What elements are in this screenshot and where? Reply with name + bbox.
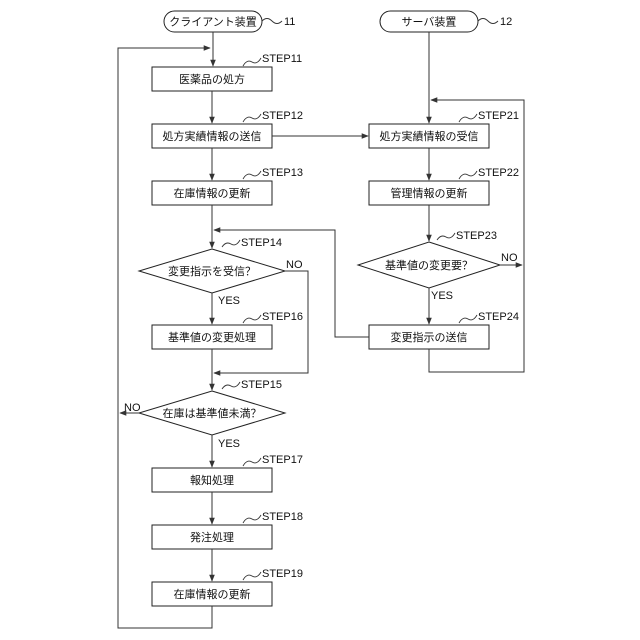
step11-text: 医薬品の処方 [179,72,245,86]
step13-leader [243,171,261,179]
client-terminal-label: クライアント装置 [169,16,257,29]
step15-label: STEP15 [241,379,282,391]
step22-leader [459,171,477,179]
step24-text: 変更指示の送信 [391,330,468,344]
step19-text: 在庫情報の更新 [174,587,251,601]
step17-label: STEP17 [262,454,303,466]
step12-text: 処方実績情報の送信 [163,129,262,143]
step24-label: STEP24 [478,311,519,323]
step19-label: STEP19 [262,568,303,580]
step15-yes-label: YES [218,438,240,450]
step21-label: STEP21 [478,110,519,122]
step13-label: STEP13 [262,167,303,179]
step15-leader [222,382,240,389]
process-step21: 処方実績情報の受信 [369,124,489,148]
process-step11: 医薬品の処方 [152,67,272,91]
step18-leader [243,515,261,523]
step14-label: STEP14 [241,237,282,249]
process-step12: 処方実績情報の送信 [152,124,272,148]
step24-leader [459,315,477,323]
process-step19: 在庫情報の更新 [152,582,272,606]
step11-label: STEP11 [262,53,302,65]
step18-text: 発注処理 [190,530,234,544]
step16-leader [243,315,261,323]
client-ref-number: 11 [284,16,295,28]
step12-leader [243,114,261,122]
step22-text: 管理情報の更新 [391,186,468,200]
step14-leader [222,240,240,247]
decision-step15: 在庫は基準値未満？ [139,391,285,435]
step15-no-label: NO [124,402,141,414]
server-terminal: サーバ装置 [380,11,478,32]
step22-label: STEP22 [478,167,519,179]
step16-label: STEP16 [262,311,303,323]
step18-label: STEP18 [262,511,303,523]
decision-step23: 基準値の変更要？ [358,242,500,288]
step23-leader [437,233,455,240]
process-step13: 在庫情報の更新 [152,181,272,205]
server-ref-number: 12 [500,16,512,28]
step19-leader [243,572,261,580]
step11-leader [243,58,261,66]
step23-yes-label: YES [431,290,453,302]
process-step18: 発注処理 [152,525,272,549]
process-step17: 報知処理 [152,468,272,492]
step17-text: 報知処理 [190,473,234,487]
decision-step14: 変更指示を受信？ [139,249,285,293]
server-terminal-label: サーバ装置 [402,16,457,29]
client-terminal: クライアント装置 [164,11,262,32]
step23-text: 基準値の変更要？ [385,258,473,272]
process-step16: 基準値の変更処理 [152,325,272,349]
step13-text: 在庫情報の更新 [174,186,251,200]
process-step22: 管理情報の更新 [369,181,489,205]
step21-leader [459,114,477,122]
step16-text: 基準値の変更処理 [168,330,256,344]
step23-label: STEP23 [456,230,497,242]
step15-text: 在庫は基準値未満？ [163,406,262,420]
step12-label: STEP12 [262,110,303,122]
step14-yes-label: YES [218,295,240,307]
client-ref-leader [262,19,282,24]
step17-leader [243,458,261,466]
step23-no-label: NO [501,252,518,264]
step14-text: 変更指示を受信？ [168,264,256,278]
step14-no-label: NO [286,259,303,271]
step21-text: 処方実績情報の受信 [380,129,479,143]
process-step24: 変更指示の送信 [369,325,489,349]
server-ref-leader [478,19,498,24]
